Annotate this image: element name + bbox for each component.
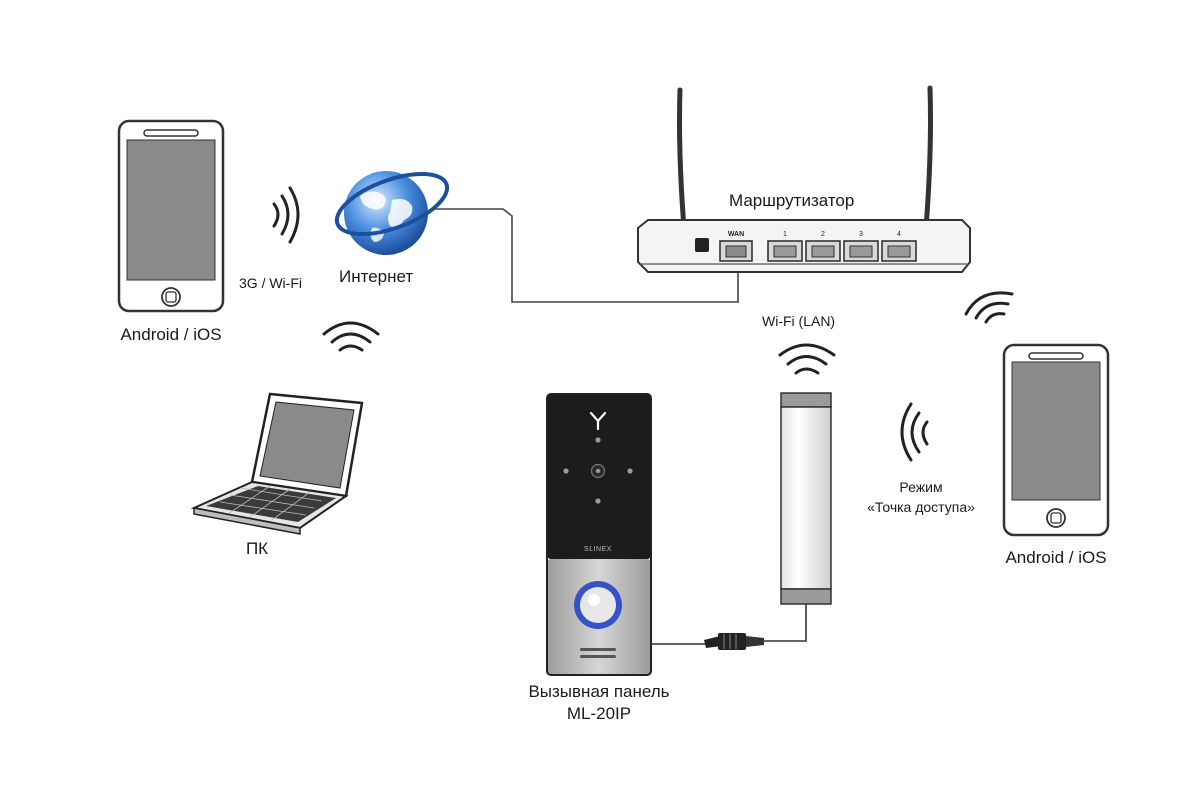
wireless-waves-icon xyxy=(778,343,836,375)
call-panel-model-label: ML-20IP xyxy=(566,704,632,723)
phone-right-icon xyxy=(1002,343,1110,537)
internet-label: Интернет xyxy=(339,267,414,286)
phone-left-icon xyxy=(117,119,225,313)
router-port-1-label: 1 xyxy=(783,231,787,238)
panel-brand-label: SLINEX xyxy=(584,546,612,553)
router-port-3-label: 3 xyxy=(859,231,863,238)
router-port-4-label: 4 xyxy=(897,231,901,238)
wireless-waves-icon xyxy=(900,402,929,462)
laptop-pc-icon xyxy=(190,392,364,535)
mobile-link-label: 3G / Wi-Fi xyxy=(239,275,302,291)
ap-mode-label: Режим xyxy=(899,479,943,495)
phone-left-label: Android / iOS xyxy=(120,325,222,344)
ap-mode-name-label: «Точка доступа» xyxy=(867,499,975,515)
wireless-waves-icon xyxy=(272,186,300,244)
globe-internet-icon xyxy=(334,171,450,255)
panel-cable-icon xyxy=(651,604,807,650)
call-panel-label: Вызывная панель xyxy=(528,682,670,701)
wireless-waves-icon xyxy=(964,291,1014,324)
call-panel-ml20ip-icon: SLINEX xyxy=(546,393,652,676)
pc-label: ПК xyxy=(245,539,269,558)
router-label: Маршрутизатор xyxy=(729,191,855,210)
wireless-waves-icon xyxy=(322,321,380,352)
internet-cable xyxy=(432,208,739,303)
router-port-2-label: 2 xyxy=(821,231,825,238)
phone-right-label: Android / iOS xyxy=(1005,548,1107,567)
wifi-adapter-icon xyxy=(780,392,832,605)
router-port-wan-label: WAN xyxy=(728,231,744,238)
wifi-lan-label: Wi-Fi (LAN) xyxy=(762,313,836,329)
router-icon: WAN 1 2 3 4 xyxy=(637,85,971,273)
